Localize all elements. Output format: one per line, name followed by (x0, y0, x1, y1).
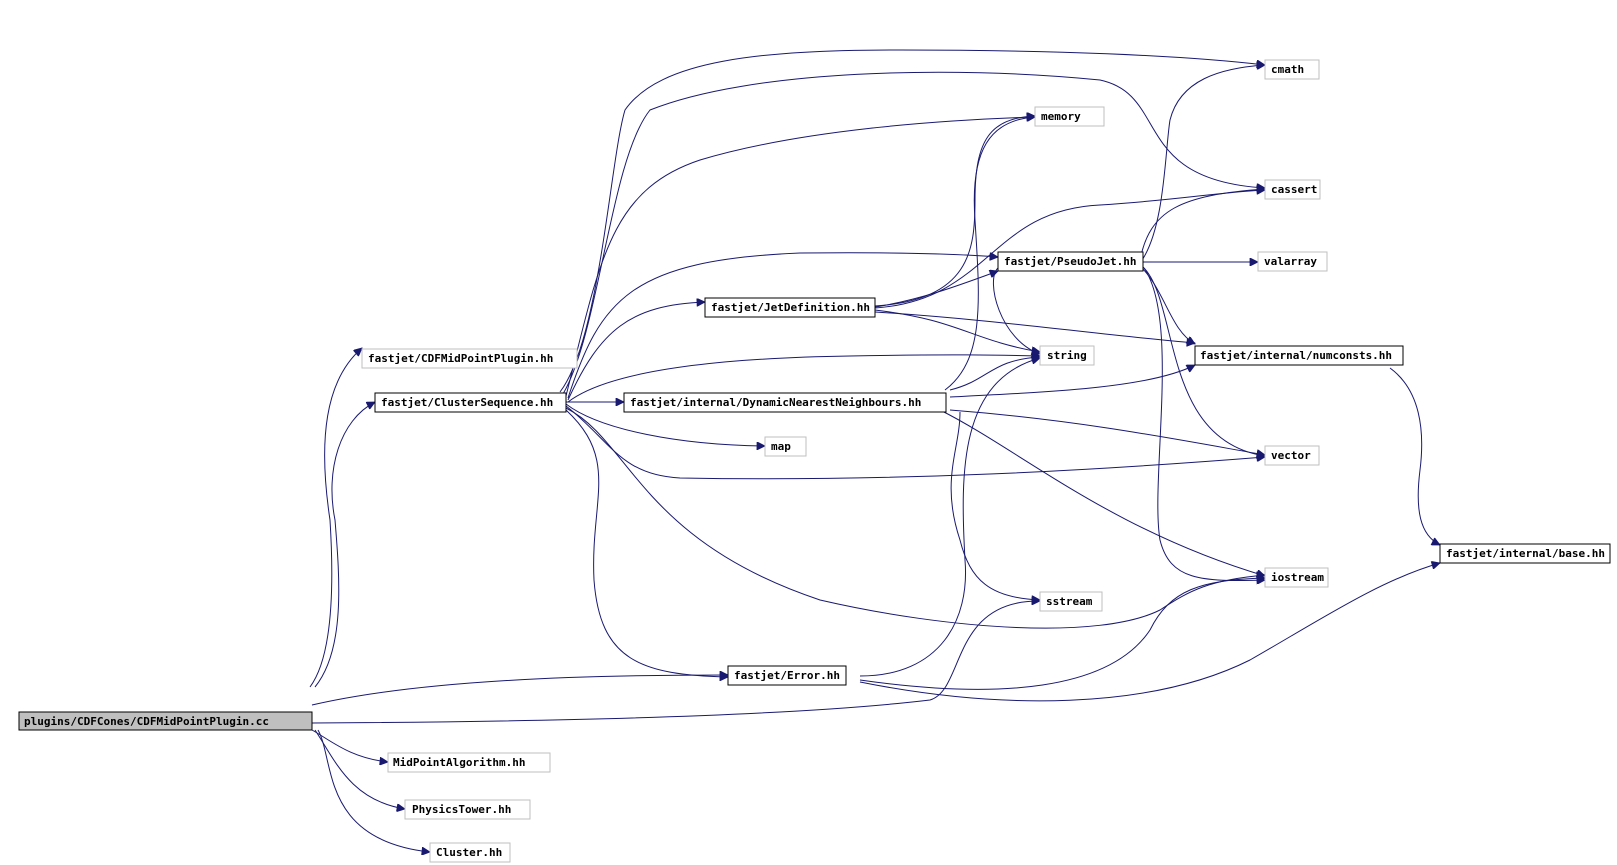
edge-clustersequence-to-cmath (559, 49, 1265, 393)
node-base-hh[interactable]: fastjet/internal/base.hh (1439, 543, 1611, 564)
node-dnn-hh-label: fastjet/internal/DynamicNearestNeighbour… (630, 396, 921, 409)
node-cluster-hh-label: Cluster.hh (436, 846, 502, 859)
edge-jetdefinition-to-memory (874, 116, 1035, 307)
node-error-hh[interactable]: fastjet/Error.hh (727, 665, 847, 686)
edge-clustersequence-to-cassert (562, 71, 1265, 395)
node-clustersequence-hh[interactable]: fastjet/ClusterSequence.hh (374, 392, 567, 413)
edge-clustersequence-to-error-hh (565, 409, 728, 677)
edge-dnn-to-memory (944, 117, 1035, 391)
edge-clustersequence-to-memory (565, 117, 1035, 397)
node-pseudojet-hh[interactable]: fastjet/PseudoJet.hh (997, 251, 1144, 272)
node-dnn-hh[interactable]: fastjet/internal/DynamicNearestNeighbour… (623, 392, 947, 413)
node-valarray[interactable]: valarray (1257, 251, 1328, 272)
edge-pseudojet-to-numconsts-hh (1139, 265, 1195, 344)
node-root[interactable]: plugins/CDFCones/CDFMidPointPlugin.cc (18, 711, 313, 731)
edge-numconsts-to-base-hh (1389, 367, 1440, 546)
node-jetdefinition-hh-label: fastjet/JetDefinition.hh (711, 301, 870, 314)
edges (309, 49, 1440, 852)
edge-pseudojet-to-string (992, 267, 1040, 354)
edge-error-to-string (859, 358, 1040, 677)
node-jetdefinition-hh[interactable]: fastjet/JetDefinition.hh (704, 297, 876, 318)
node-sstream[interactable]: sstream (1039, 591, 1103, 612)
edge-error-to-base-hh (859, 563, 1440, 702)
edge-root-to-sstream (311, 601, 1040, 724)
node-physicstower-hh-label: PhysicsTower.hh (412, 803, 511, 816)
node-midpointalgorithm-hh[interactable]: MidPointAlgorithm.hh (387, 752, 551, 773)
node-iostream[interactable]: iostream (1264, 567, 1329, 588)
edge-jetdefinition-to-pseudojet-hh (874, 271, 998, 308)
node-map-label: map (771, 440, 791, 453)
node-string-label: string (1047, 349, 1087, 362)
edge-clustersequence-to-pseudojet-hh (567, 252, 998, 399)
edge-clustersequence-to-map (565, 403, 765, 446)
node-memory[interactable]: memory (1034, 106, 1105, 127)
node-cdfmidpointplugin-hh-label: fastjet/CDFMidPointPlugin.hh (368, 352, 553, 365)
node-string[interactable]: string (1039, 345, 1095, 366)
edge-jetdefinition-to-cassert (874, 190, 1265, 309)
edge-pseudojet-to-iostream (1143, 267, 1265, 581)
node-sstream-label: sstream (1046, 595, 1093, 608)
edge-error-to-iostream (859, 578, 1265, 690)
node-physicstower-hh[interactable]: PhysicsTower.hh (404, 799, 531, 820)
edge-pseudojet-to-cassert (1139, 189, 1265, 261)
edge-jetdefinition-to-numconsts-hh (874, 311, 1195, 343)
node-base-hh-label: fastjet/internal/base.hh (1446, 547, 1605, 560)
edge-root-to-cdfmidpointplugin-hh (309, 348, 362, 688)
edge-clustersequence-to-iostream (565, 407, 1265, 629)
edge-root-to-clustersequence-hh (314, 401, 375, 688)
edge-root-to-cluster-hh (317, 729, 430, 852)
node-vector[interactable]: vector (1264, 445, 1320, 466)
node-memory-label: memory (1041, 110, 1081, 123)
edge-dnn-to-vector (949, 409, 1265, 455)
node-root-label: plugins/CDFCones/CDFMidPointPlugin.cc (24, 715, 269, 728)
node-cmath[interactable]: cmath (1264, 59, 1320, 80)
edge-dnn-to-string (949, 357, 1040, 391)
node-map[interactable]: map (764, 436, 807, 457)
edge-pseudojet-to-cmath (1139, 65, 1265, 264)
node-cassert[interactable]: cassert (1264, 179, 1321, 200)
edge-clustersequence-to-string (567, 355, 1040, 403)
node-numconsts-hh[interactable]: fastjet/internal/numconsts.hh (1194, 345, 1404, 366)
edge-root-to-physicstower-hh (314, 729, 405, 809)
node-cdfmidpointplugin-hh[interactable]: fastjet/CDFMidPointPlugin.hh (361, 348, 578, 369)
edge-root-to-error-hh (311, 675, 728, 706)
node-numconsts-hh-label: fastjet/internal/numconsts.hh (1200, 349, 1392, 362)
edge-pseudojet-to-vector (1141, 265, 1265, 456)
node-cmath-label: cmath (1271, 63, 1304, 76)
node-cluster-hh[interactable]: Cluster.hh (429, 842, 511, 863)
node-clustersequence-hh-label: fastjet/ClusterSequence.hh (381, 396, 553, 409)
edge-dnn-to-iostream (939, 409, 1265, 576)
node-valarray-label: valarray (1264, 255, 1317, 268)
node-vector-label: vector (1271, 449, 1311, 462)
node-pseudojet-hh-label: fastjet/PseudoJet.hh (1004, 255, 1136, 268)
edge-dnn-to-sstream (950, 411, 1040, 600)
nodes: plugins/CDFCones/CDFMidPointPlugin.cc fa… (18, 59, 1611, 863)
edge-jetdefinition-to-string (874, 309, 1040, 352)
node-midpointalgorithm-hh-label: MidPointAlgorithm.hh (393, 756, 525, 769)
node-error-hh-label: fastjet/Error.hh (734, 669, 840, 682)
node-cassert-label: cassert (1271, 183, 1317, 196)
node-iostream-label: iostream (1271, 571, 1324, 584)
edge-clustersequence-to-jetdefinition-hh (567, 302, 705, 401)
edge-dnn-to-numconsts-hh (949, 364, 1195, 398)
